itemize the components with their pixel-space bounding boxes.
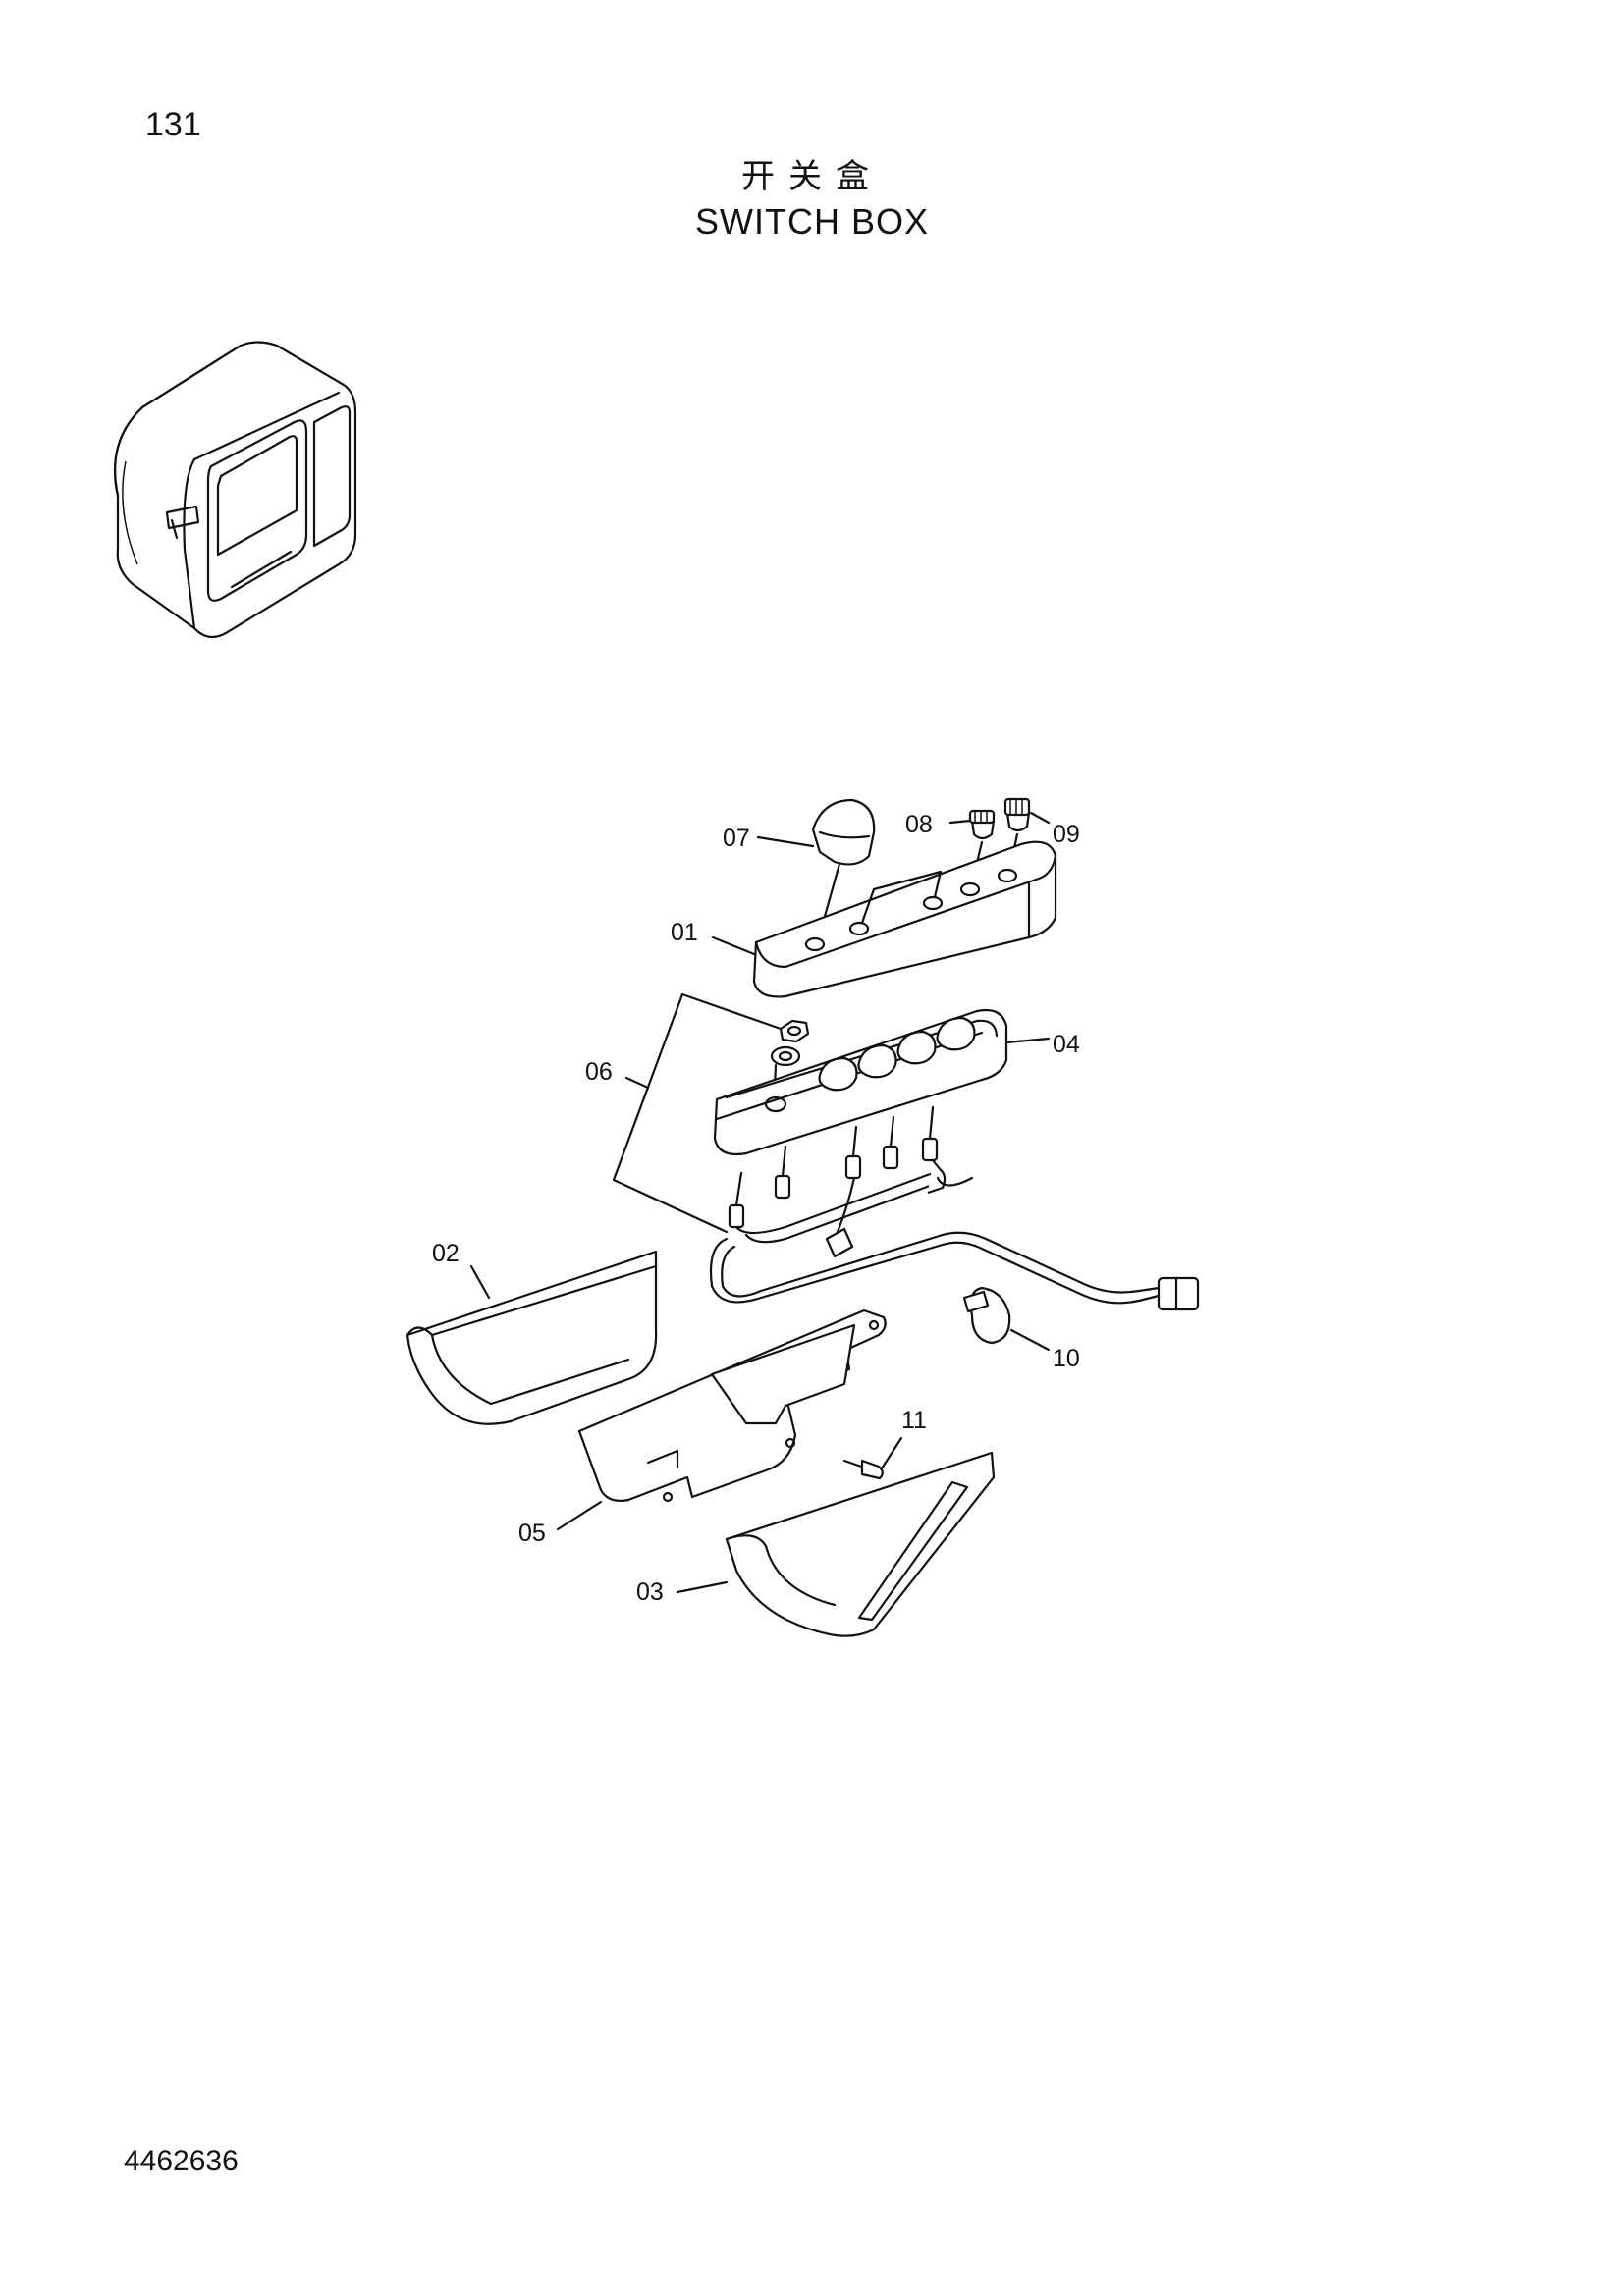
cab-locator-view bbox=[113, 341, 357, 639]
callout-07: 07 bbox=[723, 825, 750, 852]
callout-02: 02 bbox=[432, 1240, 460, 1267]
callout-05: 05 bbox=[518, 1520, 546, 1547]
callout-01: 01 bbox=[671, 919, 698, 946]
callout-11: 11 bbox=[901, 1407, 927, 1434]
callout-06: 06 bbox=[585, 1058, 613, 1086]
callout-10: 10 bbox=[1053, 1345, 1080, 1372]
page-title: SWITCH BOX bbox=[694, 201, 929, 241]
part-05-bracket bbox=[556, 1308, 887, 1531]
callout-09: 09 bbox=[1053, 821, 1080, 848]
title-chinese: 开关盒 bbox=[741, 157, 883, 196]
page-number: 131 bbox=[145, 106, 201, 143]
part-02-left-cover bbox=[406, 1250, 658, 1425]
part-01-upper-cover bbox=[711, 840, 1057, 998]
part-08-knob bbox=[948, 809, 996, 885]
part-11-screw bbox=[842, 1436, 903, 1480]
callout-04: 04 bbox=[1053, 1031, 1080, 1058]
part-04-switch-panel bbox=[713, 1008, 1051, 1156]
part-10-clamp bbox=[962, 1286, 1051, 1352]
document-id: 4462636 bbox=[124, 2145, 239, 2177]
part-06-nut-washer bbox=[612, 992, 810, 1234]
callout-08: 08 bbox=[905, 811, 933, 838]
part-03-right-cover bbox=[676, 1451, 996, 1637]
callout-03: 03 bbox=[636, 1578, 664, 1606]
wiring-harness bbox=[709, 1105, 1200, 1311]
